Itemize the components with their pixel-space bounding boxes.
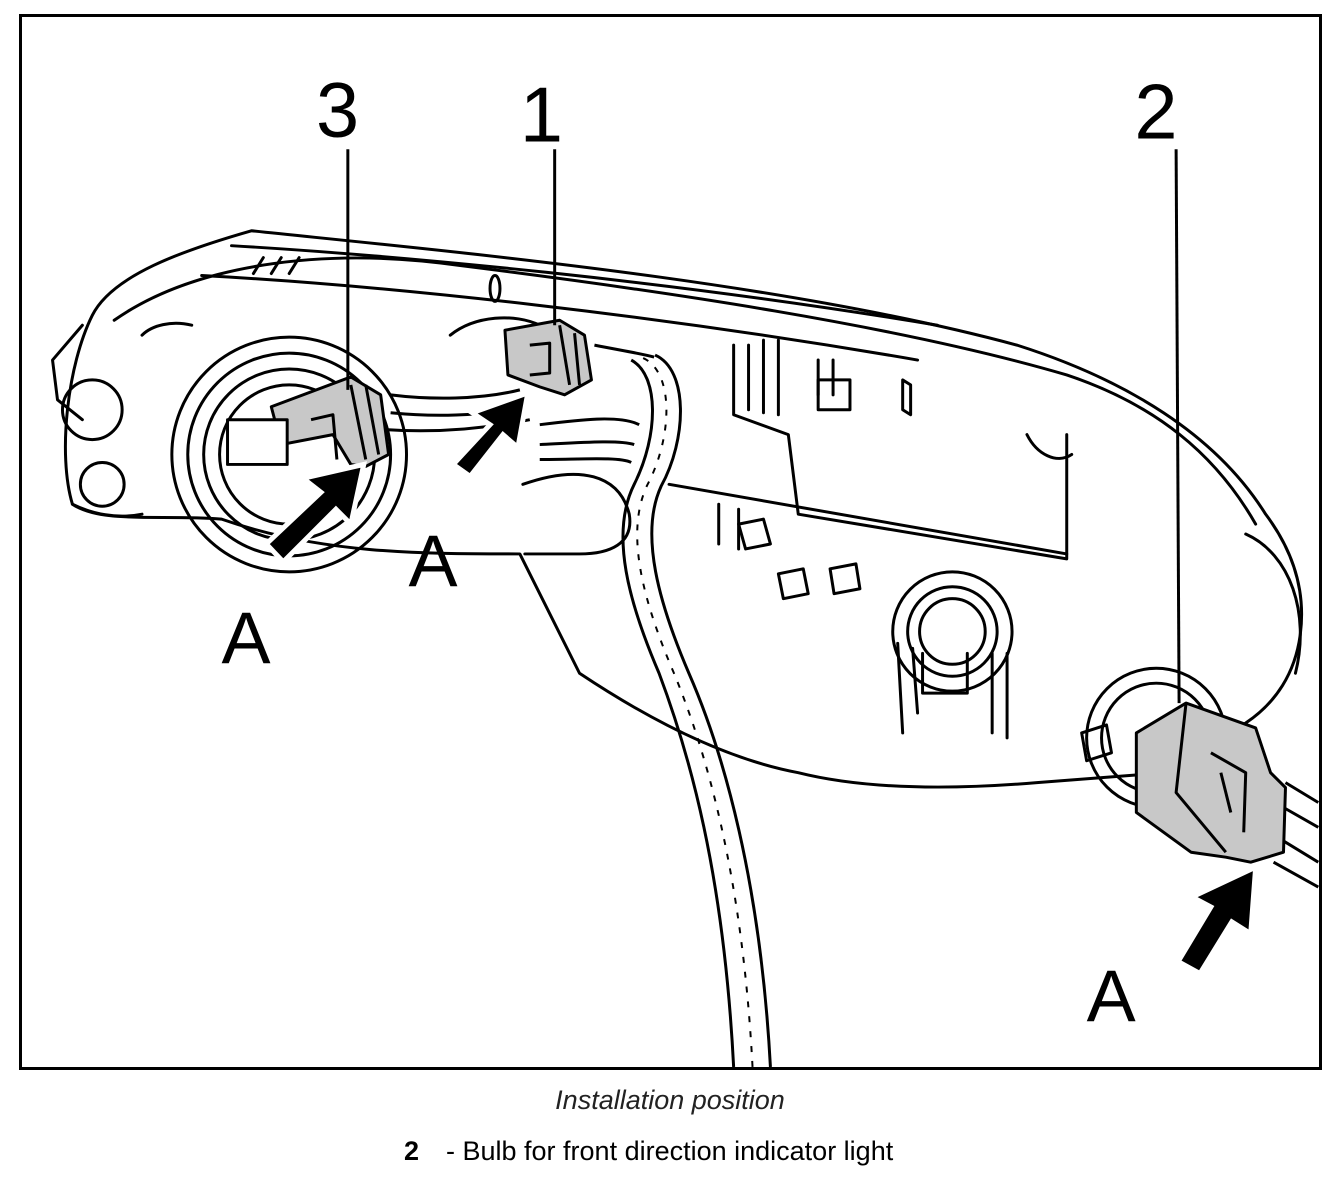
legend-item: 2 - Bulb for front direction indicator li… xyxy=(404,1136,893,1167)
arrow-label-a-middle: A xyxy=(408,520,457,603)
connector-1 xyxy=(503,318,593,397)
arrow-a-middle xyxy=(449,389,532,480)
arrow-label-a-right: A xyxy=(1087,954,1136,1037)
arrow-a-left xyxy=(262,461,368,566)
connector-3 xyxy=(226,375,391,468)
leader-line-2 xyxy=(1174,149,1181,704)
callout-2: 2 xyxy=(1134,69,1177,155)
technical-illustration-frame: 3 1 2 A A A xyxy=(19,14,1322,1070)
legend-item-text: - Bulb for front direction indicator lig… xyxy=(446,1136,894,1166)
headlight-housing-outline xyxy=(63,229,1304,789)
figure-caption: Installation position xyxy=(555,1085,785,1115)
legend-item-number: 2 xyxy=(404,1136,420,1166)
headlight-rear-illustration: 3 1 2 A A A xyxy=(51,67,1319,1067)
callout-3: 3 xyxy=(316,67,359,153)
connector-2 xyxy=(1134,701,1287,864)
callout-1: 1 xyxy=(520,72,563,158)
arrow-a-right xyxy=(1174,863,1259,977)
wire-harness xyxy=(621,358,736,1067)
arrow-label-a-left: A xyxy=(222,596,271,679)
